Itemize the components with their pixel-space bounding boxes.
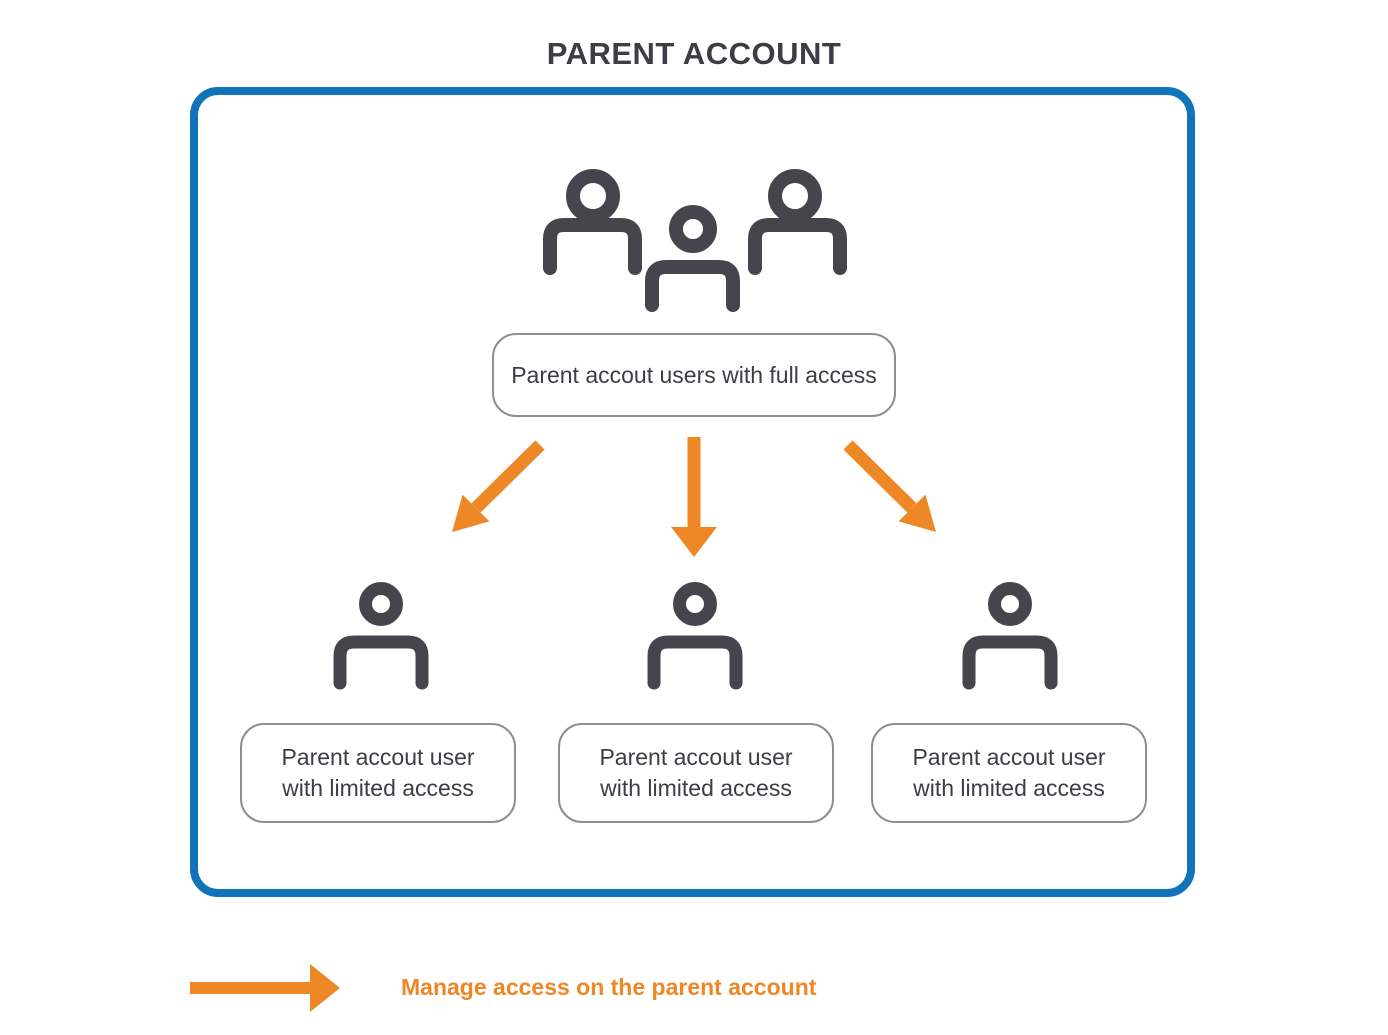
limited-access-label-line: with limited access bbox=[600, 775, 792, 801]
group-users-icon bbox=[543, 169, 847, 315]
limited-access-label-line: with limited access bbox=[913, 775, 1105, 801]
limited-access-label-line: Parent accout user bbox=[912, 744, 1106, 770]
full-access-label: Parent accout users with full access bbox=[511, 361, 877, 388]
limited-access-box: Parent accout user with limited access bbox=[871, 723, 1147, 823]
arrow-down-right-icon bbox=[843, 440, 936, 532]
user-icon bbox=[962, 582, 1058, 690]
user-icon bbox=[647, 582, 743, 690]
limited-access-box: Parent accout user with limited access bbox=[558, 723, 834, 823]
diagram-title: PARENT ACCOUNT bbox=[546, 36, 842, 71]
full-access-box: Parent accout users with full access bbox=[492, 333, 896, 417]
arrow-down-left-icon bbox=[452, 440, 545, 532]
limited-access-label-line: Parent accout user bbox=[599, 744, 793, 770]
user-icon bbox=[333, 582, 429, 690]
arrow-down-icon bbox=[671, 437, 717, 557]
limited-access-label-line: with limited access bbox=[282, 775, 474, 801]
limited-access-box: Parent accout user with limited access bbox=[240, 723, 516, 823]
right-arrow-icon bbox=[190, 964, 340, 1012]
legend-label: Manage access on the parent account bbox=[401, 974, 817, 1000]
limited-access-label-line: Parent accout user bbox=[281, 744, 475, 770]
